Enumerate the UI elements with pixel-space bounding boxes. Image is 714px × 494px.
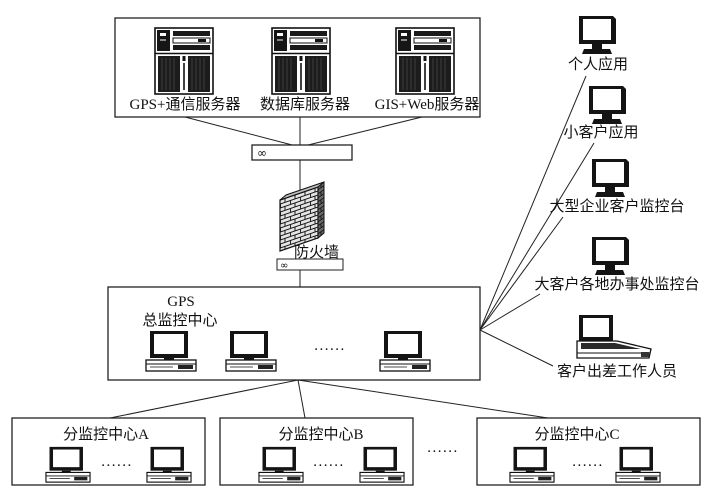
center-to-client3-line: [479, 216, 564, 331]
firewall: 防火墙 ∞: [276, 180, 344, 272]
server1-to-switch-line: [184, 116, 297, 147]
monitor-icon: [592, 159, 629, 197]
server-label-database: 数据库服务器: [260, 96, 350, 113]
server3-to-switch-line: [303, 116, 423, 147]
branch-label-b: 分监控中心B: [278, 426, 363, 443]
server-label-gis-web: GIS+Web服务器: [375, 96, 480, 113]
client-label-small-customer: 小客户应用: [563, 123, 638, 141]
branch-center-b: 分监控中心B ......: [219, 417, 414, 486]
branch-center-a: 分监控中心A ......: [11, 417, 206, 486]
more-branches-ellipsis: ......: [427, 440, 459, 456]
client-label-enterprise: 大型企业客户监控台: [549, 197, 684, 215]
center-to-client4-line: [479, 293, 541, 331]
server-cluster: GPS+通信服务器 数据库服务器 GIS+Web服务器: [114, 17, 481, 118]
network-switch: ∞: [251, 144, 353, 161]
center-to-branch-c-line: [297, 379, 549, 419]
connectors: [109, 75, 595, 419]
center-title-line1: GPS: [167, 294, 195, 310]
switch-symbol: ∞: [257, 146, 267, 160]
firewall-side-face: [317, 180, 325, 240]
firewall-label: 防火墙: [294, 244, 339, 261]
firewall-hub-icon: [276, 258, 344, 271]
laptop-icon: [576, 314, 652, 359]
branch-label-a: 分监控中心A: [63, 426, 149, 443]
hub-symbol: ∞: [280, 261, 288, 272]
client-label-personal: 个人应用: [568, 55, 628, 73]
branch-ellipsis-c: ......: [572, 454, 604, 470]
center-to-client1-line: [479, 75, 587, 331]
central-monitoring-center: GPS 总监控中心 ......: [107, 286, 481, 381]
center-to-client2-line: [479, 142, 595, 331]
branch-ellipsis-b: ......: [313, 454, 345, 470]
center-to-branch-a-line: [109, 379, 299, 419]
network-switch-icon: [251, 144, 353, 161]
client-label-traveling-staff: 客户出差工作人员: [557, 363, 677, 380]
branch-ellipsis-a: ......: [101, 454, 133, 470]
server-icon: [395, 27, 455, 95]
server-icon: [154, 27, 214, 95]
center-title-line2: 总监控中心: [142, 312, 217, 329]
monitor-icon: [589, 86, 626, 124]
server-label-gps: GPS+通信服务器: [130, 96, 241, 113]
monitor-icon: [579, 16, 616, 54]
branch-label-c: 分监控中心C: [534, 426, 619, 443]
center-to-client5-line: [479, 329, 554, 367]
client-terminals: 个人应用 小客户应用 大型企业客户监控台 大客户各地办事处监控台 客户出差工作人…: [534, 16, 700, 380]
center-to-branch-b-line: [297, 379, 306, 419]
monitor-icon: [592, 237, 629, 275]
server-icon: [271, 27, 331, 95]
brick-wall-icon: [279, 180, 325, 252]
branch-center-c: 分监控中心C ......: [476, 417, 701, 486]
center-ellipsis: ......: [314, 338, 346, 354]
client-label-branch-offices: 大客户各地办事处监控台: [534, 276, 699, 293]
